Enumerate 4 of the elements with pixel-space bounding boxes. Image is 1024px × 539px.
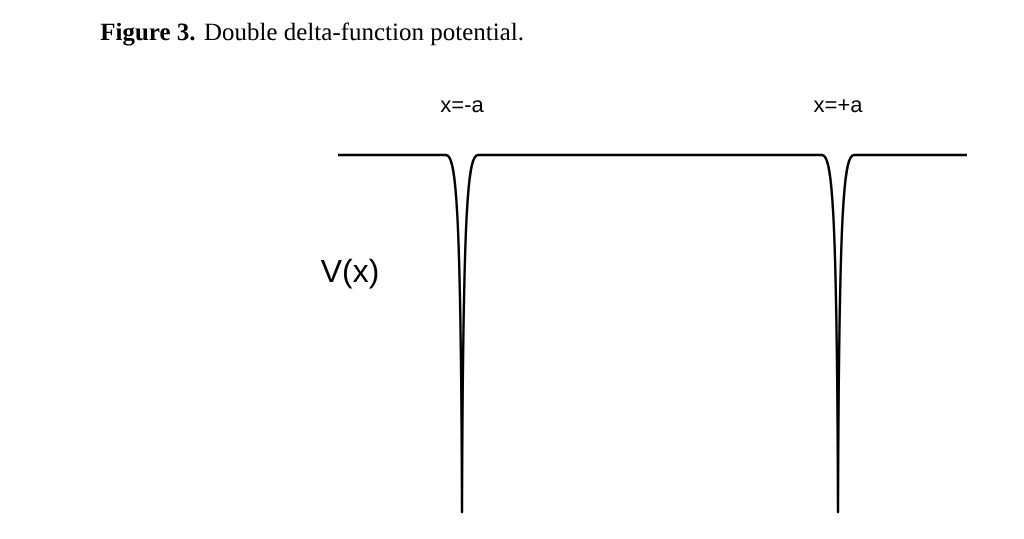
axis-label: x=+a: [813, 99, 863, 113]
figure-caption: Figure 3. Double delta-function potential.: [100, 22, 523, 46]
axis-label: x=-a: [440, 100, 484, 113]
axis-label: V(x): [320, 258, 378, 289]
